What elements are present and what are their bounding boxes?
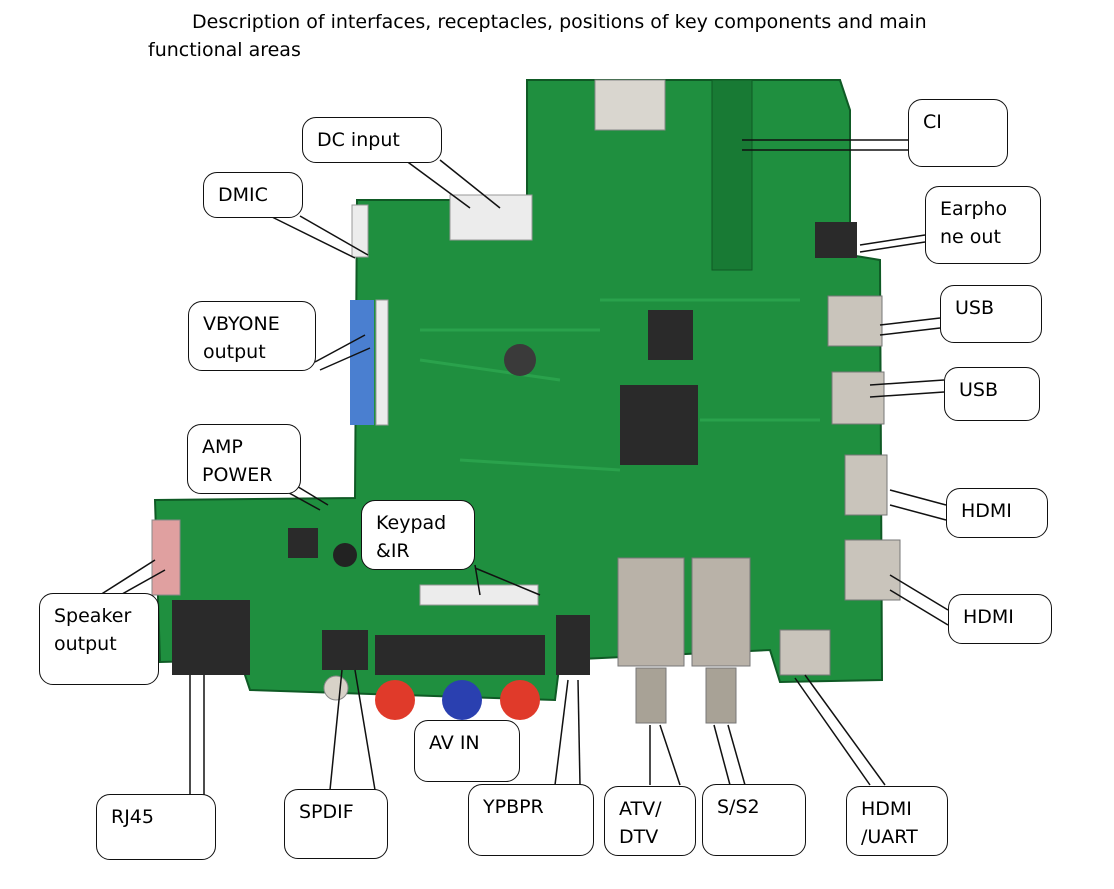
usb-port-1 [827,295,883,347]
capacitor [333,543,357,567]
main-soc-chip [620,385,698,465]
callout-hdmi-1: HDMI [946,488,1048,538]
callout-dmic: DMIC [203,172,303,218]
hdmi-port-1 [844,454,888,516]
hdmi-uart-port [779,629,831,676]
callout-ypbpr: YPBPR [468,784,594,856]
av-red-jack [375,680,415,720]
spdif-jack [322,630,368,670]
dmic-connector [351,204,369,258]
av-in-block [375,635,545,675]
callout-usb-1: USB [940,285,1042,343]
memory-chip [648,310,693,360]
av-red-jack-2 [500,680,540,720]
callout-amp-power: AMP POWER [187,424,301,494]
callout-hdmi-uart: HDMI /UART [846,786,948,856]
callout-dc-input: DC input [302,117,442,163]
callout-speaker-output: Speaker output [39,593,159,685]
callout-rj45: RJ45 [96,794,216,860]
leader-lines [99,139,949,795]
callout-atv-dtv: ATV/ DTV [604,786,696,856]
vbyone-connector [350,300,374,425]
rj45-jack [172,600,250,675]
wifi-module [594,79,666,131]
callout-keypad-ir: Keypad &IR [361,500,475,570]
earphone-jack [815,222,857,258]
page-heading: Description of interfaces, receptacles, … [148,11,927,61]
inductor [504,344,536,376]
ci-slot-pins [711,79,753,271]
usb-port-2 [831,371,885,425]
callout-vbyone-output: VBYONE output [188,301,316,371]
callout-earphone-out: Earpho ne out [925,186,1041,264]
av-blue-jack [442,680,482,720]
s-s2-tuner [691,557,751,667]
callout-usb-2: USB [944,367,1040,421]
ypbpr-connector [556,615,590,675]
callout-spdif: SPDIF [284,789,388,859]
callout-s-s2: S/S2 [702,784,806,856]
callout-av-in: AV IN [414,720,520,782]
callout-ci: CI [908,99,1008,167]
speaker-connector [151,519,181,596]
atv-dtv-tuner [617,557,685,667]
callout-hdmi-2: HDMI [948,594,1052,644]
